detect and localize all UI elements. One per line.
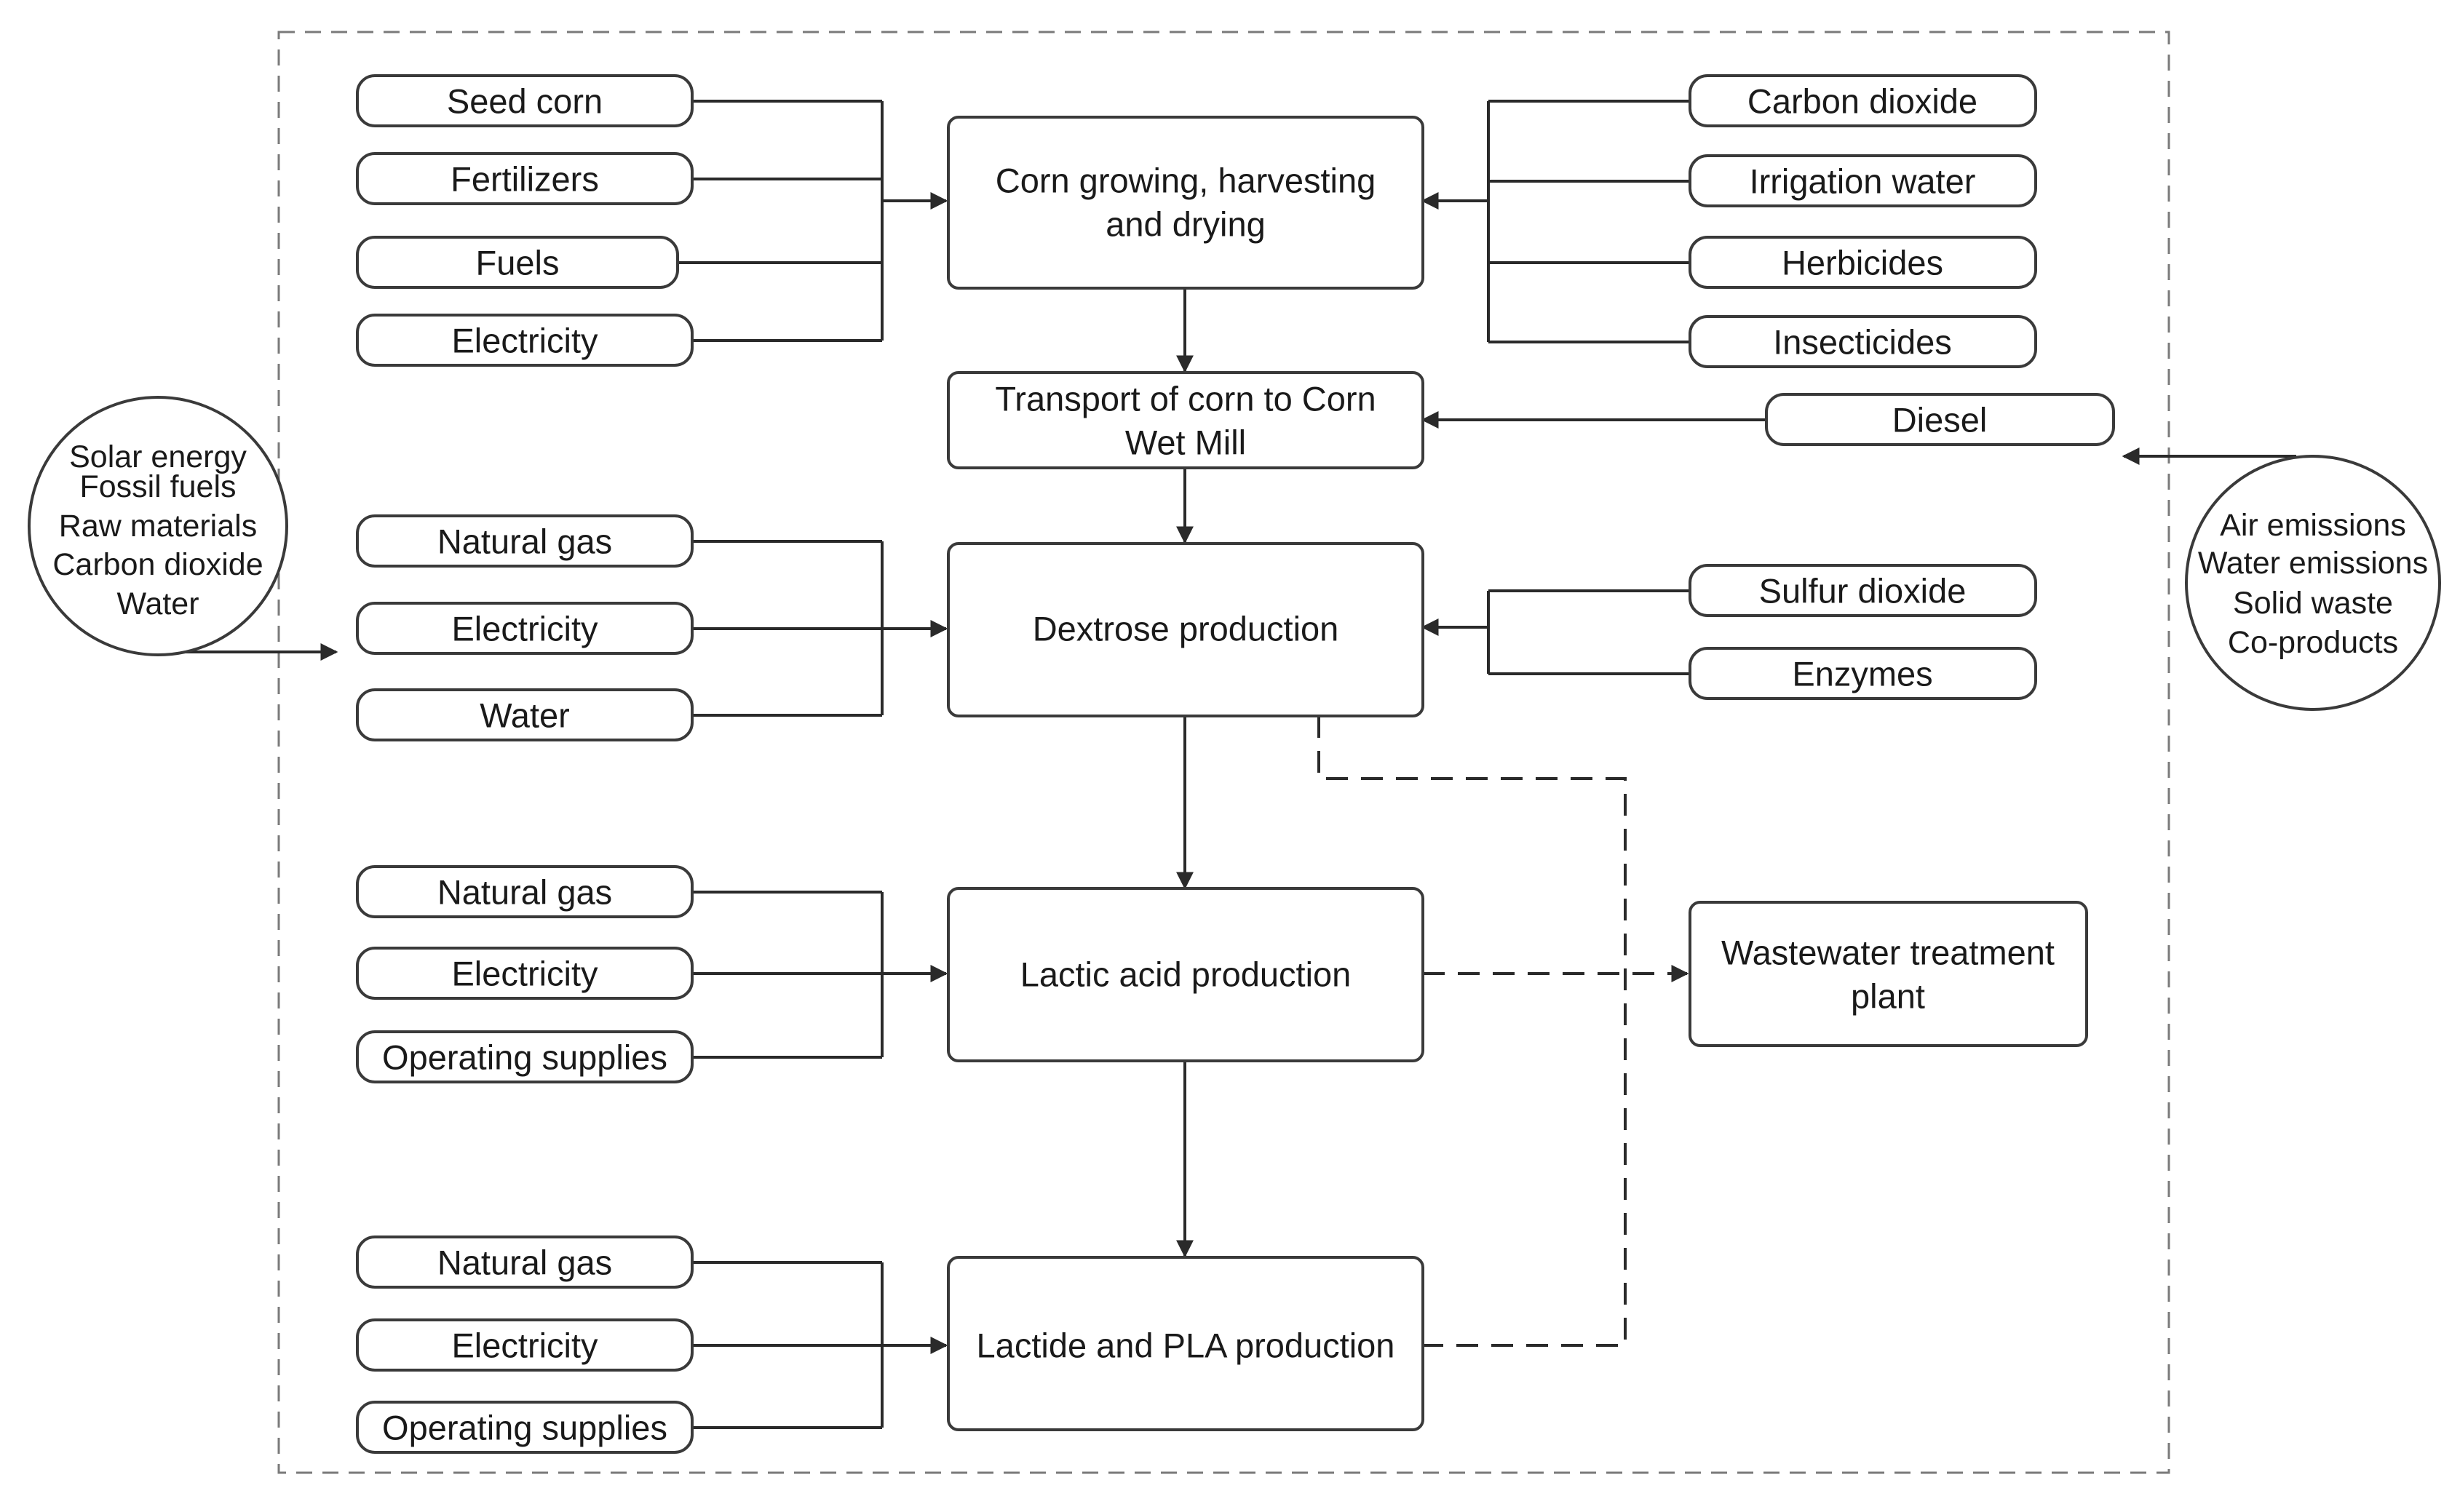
process-label: Wastewater treatment <box>1721 934 2055 972</box>
input-natural-gas: Natural gas <box>356 1236 694 1289</box>
input-fertilizers: Fertilizers <box>356 152 694 205</box>
input-seed-corn: Seed corn <box>356 74 694 127</box>
input-electricity: Electricity <box>356 602 694 655</box>
process-label: Lactic acid production <box>1020 955 1352 994</box>
input-electricity: Electricity <box>356 947 694 1000</box>
svg-text:Water: Water <box>480 696 570 735</box>
svg-text:Electricity: Electricity <box>451 955 598 993</box>
process-corn-growing: Corn growing, harvesting and drying <box>947 116 1424 290</box>
system-input-label: Carbon dioxide <box>52 547 263 582</box>
svg-text:Natural gas: Natural gas <box>437 1244 612 1282</box>
system-output-label: Solid waste <box>2233 586 2393 621</box>
process-label: and drying <box>1106 205 1266 244</box>
input-carbon-dioxide: Carbon dioxide <box>1689 74 2037 127</box>
process-dextrose: Dextrose production <box>947 542 1424 717</box>
connectors <box>171 100 2296 1429</box>
process-label: Lactide and PLA production <box>977 1326 1395 1365</box>
input-diesel: Diesel <box>1765 393 2115 446</box>
svg-text:Carbon dioxide: Carbon dioxide <box>1747 82 1977 121</box>
input-electricity: Electricity <box>356 314 694 367</box>
svg-text:Electricity: Electricity <box>451 322 598 360</box>
svg-text:Herbicides: Herbicides <box>1782 244 1943 282</box>
input-fuels: Fuels <box>356 236 679 289</box>
input-electricity: Electricity <box>356 1318 694 1372</box>
system-boundary <box>277 31 2170 1474</box>
system-inputs-circle: Solar energy Fossil fuels Raw materials … <box>28 396 288 656</box>
input-natural-gas: Natural gas <box>356 865 694 918</box>
process-transport: Transport of corn to Corn Wet Mill <box>947 371 1424 469</box>
svg-text:Sulfur dioxide: Sulfur dioxide <box>1759 572 1967 610</box>
input-insecticides: Insecticides <box>1689 315 2037 368</box>
input-natural-gas: Natural gas <box>356 514 694 568</box>
svg-text:Operating supplies: Operating supplies <box>382 1038 667 1077</box>
system-output-label: Water emissions <box>2198 546 2428 581</box>
system-input-label: Solar energy <box>69 439 247 474</box>
process-label: Dextrose production <box>1033 610 1339 648</box>
process-label: Transport of corn to Corn <box>995 380 1376 418</box>
system-output-label: Co-products <box>2228 625 2398 660</box>
process-label: plant <box>1851 977 1925 1016</box>
svg-text:Electricity: Electricity <box>451 610 598 648</box>
system-input-label: Fossil fuels <box>79 469 236 504</box>
input-operating-supplies: Operating supplies <box>356 1030 694 1083</box>
svg-text:Natural gas: Natural gas <box>437 522 612 561</box>
svg-text:Fuels: Fuels <box>476 244 560 282</box>
process-label: Corn growing, harvesting <box>996 162 1376 200</box>
system-input-label: Raw materials <box>59 509 257 544</box>
svg-text:Seed corn: Seed corn <box>447 82 603 121</box>
process-lactide-pla: Lactide and PLA production <box>947 1256 1424 1431</box>
input-herbicides: Herbicides <box>1689 236 2037 289</box>
input-irrigation-water: Irrigation water <box>1689 154 2037 207</box>
svg-text:Natural gas: Natural gas <box>437 873 612 912</box>
svg-text:Insecticides: Insecticides <box>1773 323 1952 362</box>
svg-text:Diesel: Diesel <box>1892 401 1988 439</box>
svg-text:Operating supplies: Operating supplies <box>382 1409 667 1447</box>
process-lactic-acid: Lactic acid production <box>947 887 1424 1062</box>
svg-text:Irrigation water: Irrigation water <box>1750 162 1976 201</box>
input-operating-supplies: Operating supplies <box>356 1401 694 1454</box>
process-label: Wet Mill <box>1125 423 1246 462</box>
system-outputs-circle: Air emissions Water emissions Solid wast… <box>2185 455 2441 711</box>
input-enzymes: Enzymes <box>1689 647 2037 700</box>
process-wastewater-treatment: Wastewater treatment plant <box>1689 901 2088 1047</box>
input-sulfur-dioxide: Sulfur dioxide <box>1689 564 2037 617</box>
input-water: Water <box>356 688 694 741</box>
system-output-label: Air emissions <box>2220 508 2406 543</box>
svg-text:Electricity: Electricity <box>451 1326 598 1365</box>
system-input-label: Water <box>116 586 199 621</box>
svg-text:Fertilizers: Fertilizers <box>451 160 599 199</box>
svg-text:Enzymes: Enzymes <box>1792 655 1932 693</box>
